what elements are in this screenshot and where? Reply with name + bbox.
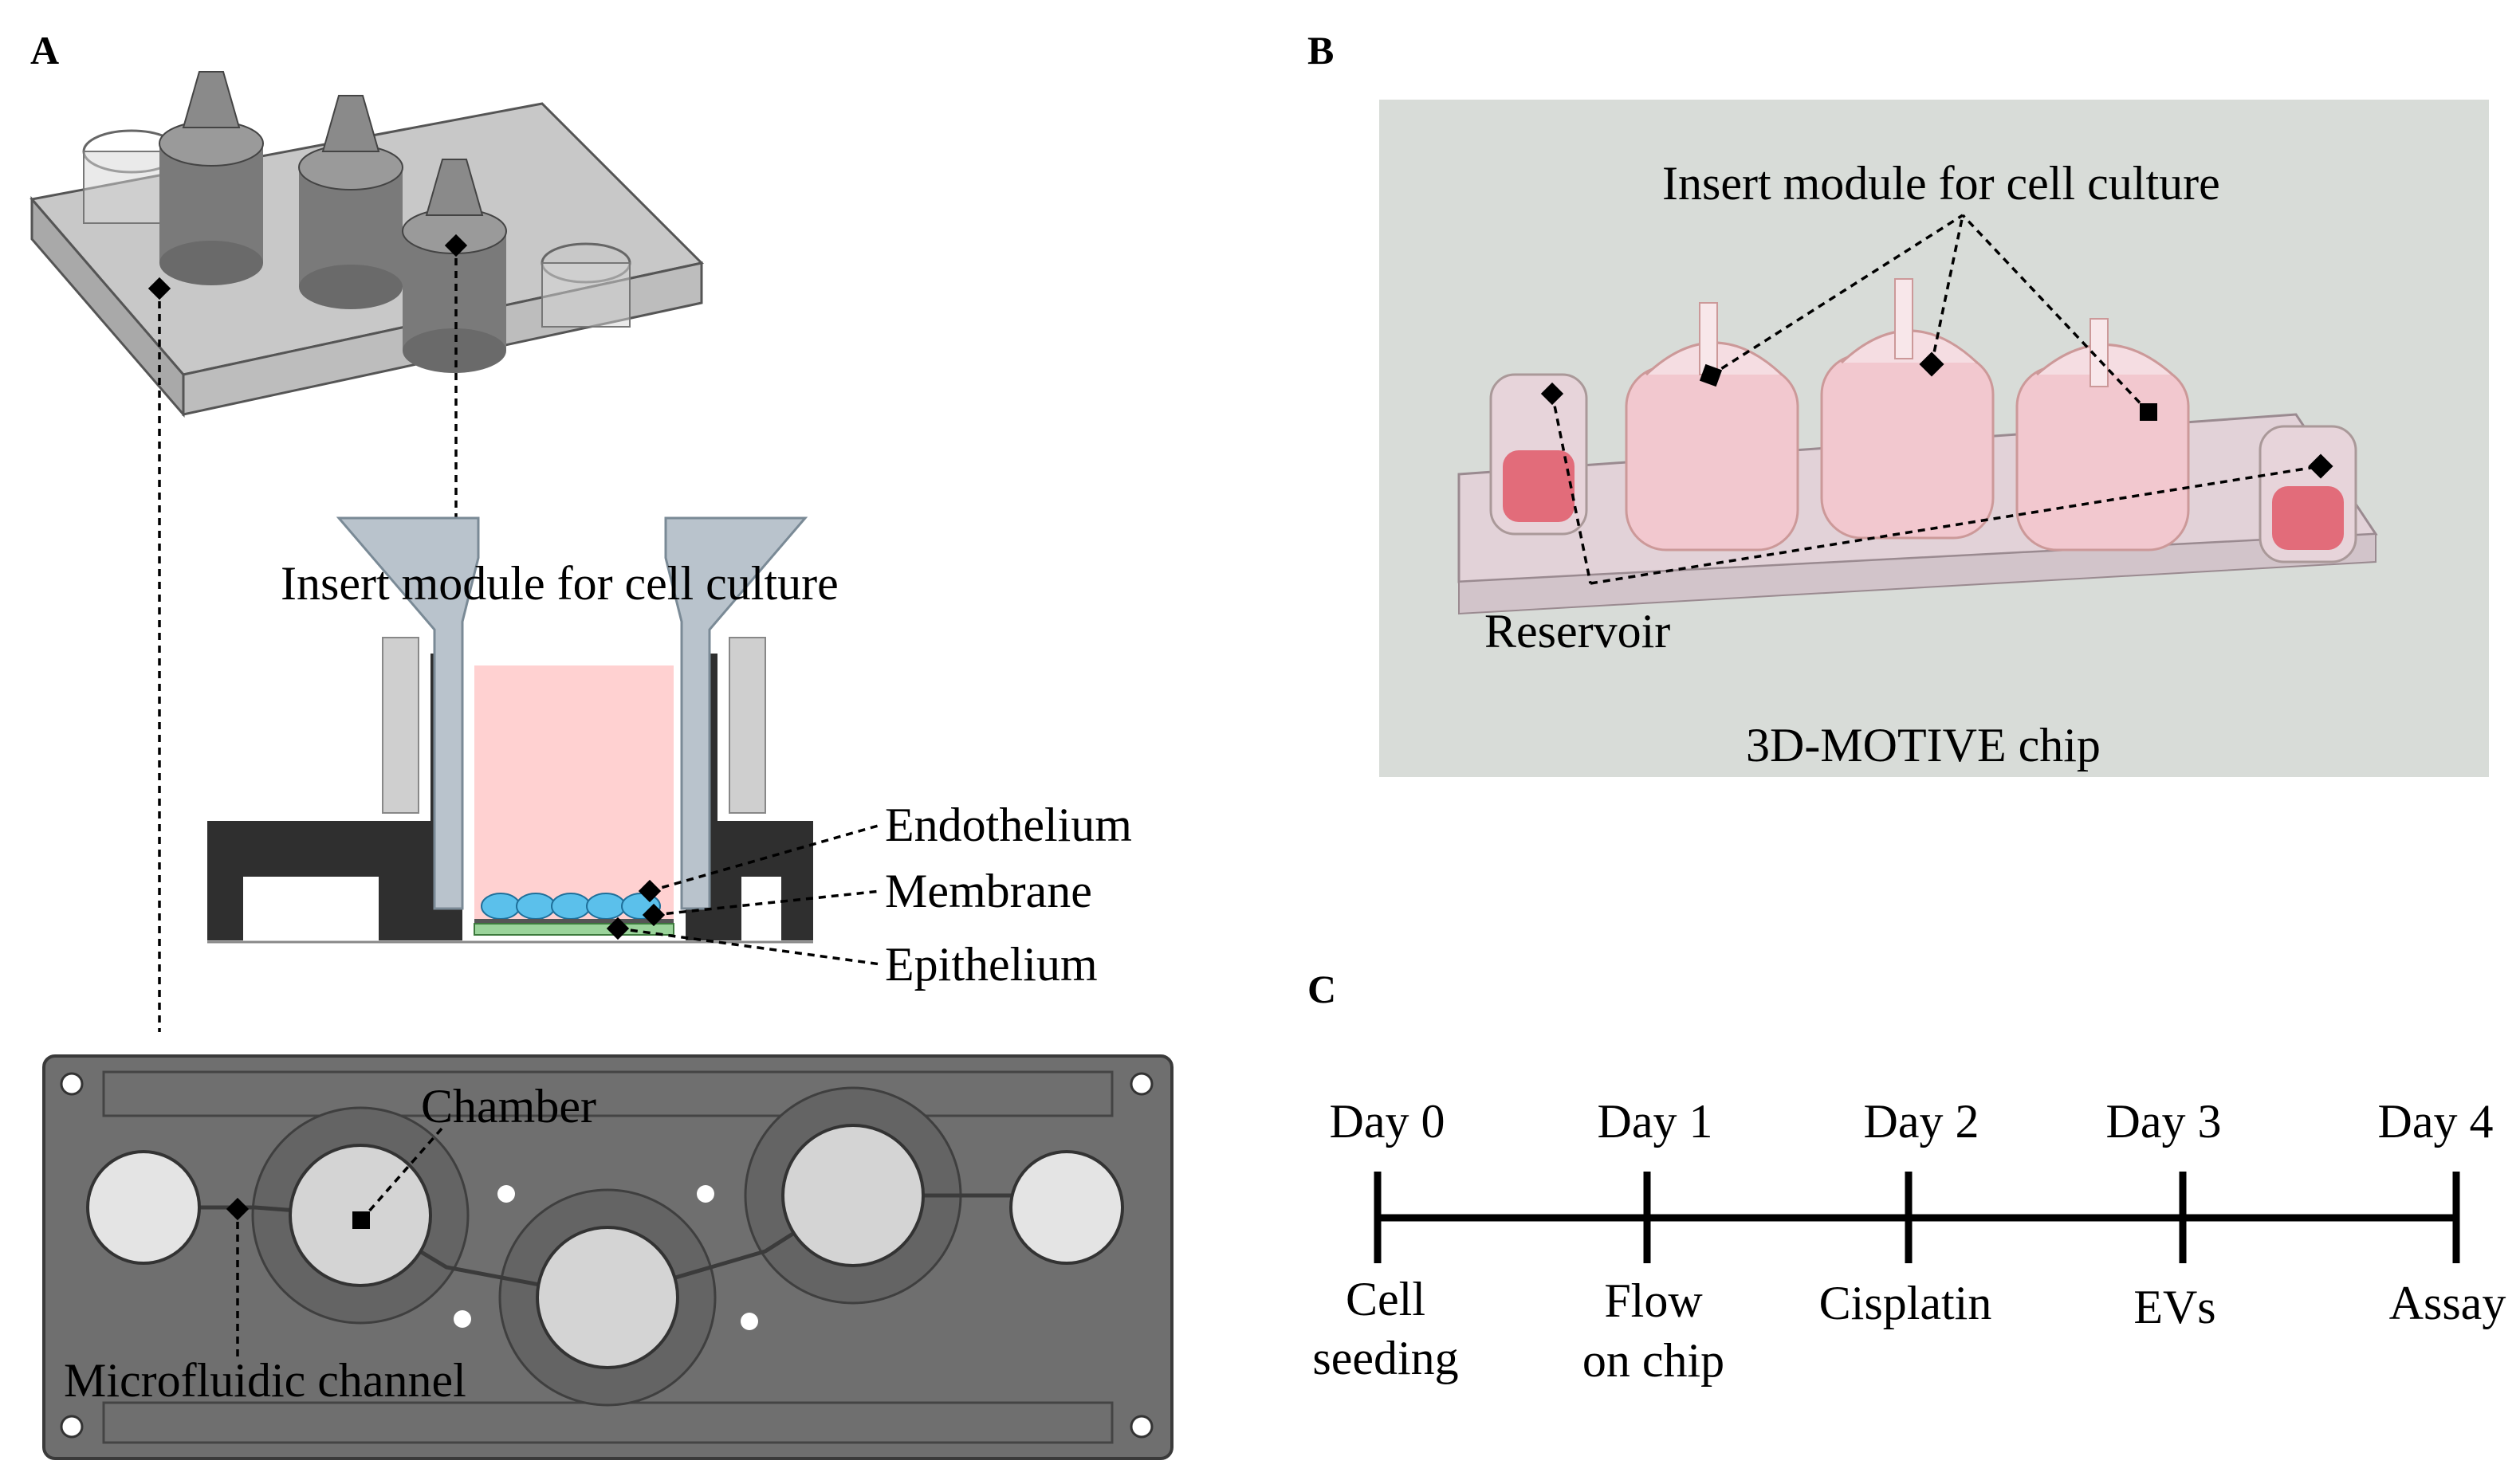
timeline-day-0: Day 0 (1330, 1095, 1445, 1148)
panel-letter-c: C (1307, 967, 1336, 1011)
leader-line-epithelium (617, 927, 882, 966)
label-reservoir: Reservoir (1484, 605, 1670, 658)
label-microfluidic-channel: Microfluidic channel (64, 1354, 466, 1407)
timeline-event-4-line1: Assay (2389, 1277, 2506, 1329)
chip-photo (1379, 100, 2489, 777)
timeline-event-2-line1: Cisplatin (1819, 1277, 1992, 1329)
timeline-day-3: Day 3 (2106, 1095, 2222, 1148)
chip-3d-render (29, 71, 705, 418)
timeline: Day 0 Day 1 Day 2 Day 3 Day 4 Cell seedi… (1312, 1095, 2506, 1387)
label-insert-module-b: Insert module for cell culture (1662, 157, 2220, 210)
timeline-day-1: Day 1 (1598, 1095, 1713, 1148)
timeline-event-3-line1: EVs (2133, 1281, 2215, 1333)
leader-line-insert-b-1 (1710, 214, 1964, 377)
endothelium-cells (481, 893, 661, 920)
label-chamber: Chamber (421, 1080, 596, 1133)
leader-line-insert-b-3 (1961, 214, 2150, 414)
label-membrane: Membrane (885, 865, 1092, 917)
leader-line-reservoir-1 (1551, 393, 1592, 584)
panel-letter-a: A (30, 28, 59, 73)
timeline-day-2: Day 2 (1864, 1095, 1979, 1148)
label-insert-module-a: Insert module for cell culture (281, 557, 839, 610)
timeline-event-0-line1: Cell (1346, 1273, 1425, 1325)
insert-cross-section (207, 516, 813, 944)
timeline-event-1-line2: on chip (1582, 1334, 1724, 1387)
membrane-layer (474, 919, 674, 924)
timeline-event-0-line2: seeding (1312, 1332, 1458, 1384)
leader-line-reservoir-2 (1590, 465, 2321, 585)
leader-line-chamber (360, 1126, 444, 1222)
timeline-day-4: Day 4 (2378, 1095, 2494, 1148)
label-chip-caption: 3D-MOTIVE chip (1746, 719, 2101, 771)
leader-line-endothelium (649, 823, 882, 893)
panel-letter-b: B (1307, 28, 1334, 73)
timeline-event-1-line1: Flow (1604, 1274, 1703, 1327)
culture-medium (474, 665, 674, 921)
label-epithelium: Epithelium (885, 938, 1098, 991)
label-endothelium: Endothelium (885, 799, 1132, 851)
